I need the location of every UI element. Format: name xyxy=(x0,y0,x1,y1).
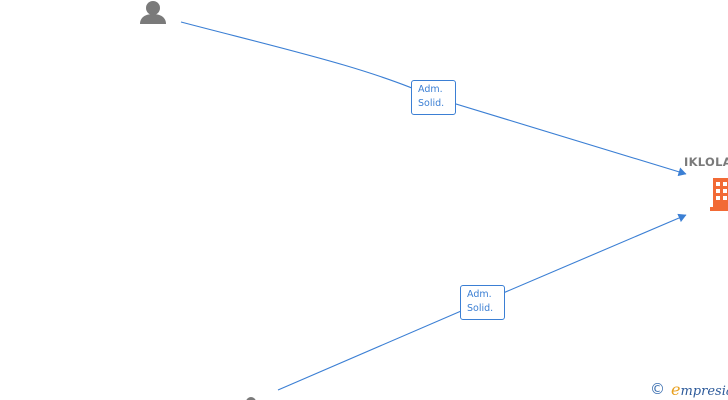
person-icon[interactable] xyxy=(140,1,166,24)
edge-label-line2: Solid. xyxy=(418,98,445,109)
edge-label-line1: Adm. xyxy=(418,84,443,95)
copyright-symbol: © xyxy=(650,380,665,398)
edge-label-line1: Adm. xyxy=(467,289,492,300)
company-name[interactable]: IKLOLA xyxy=(684,155,728,169)
person-icon[interactable] xyxy=(246,397,256,400)
edge-label-line2: Solid. xyxy=(467,303,494,314)
brand-rest: mpresia xyxy=(680,383,728,399)
edge-label-adm-solid[interactable]: Adm. Solid. xyxy=(460,285,505,320)
building-icon[interactable] xyxy=(710,178,728,211)
edge-label-adm-solid[interactable]: Adm. Solid. xyxy=(411,80,456,115)
empresia-watermark: © empresia xyxy=(650,380,728,399)
brand-name: empresia xyxy=(671,380,728,399)
brand-initial: e xyxy=(671,379,681,399)
